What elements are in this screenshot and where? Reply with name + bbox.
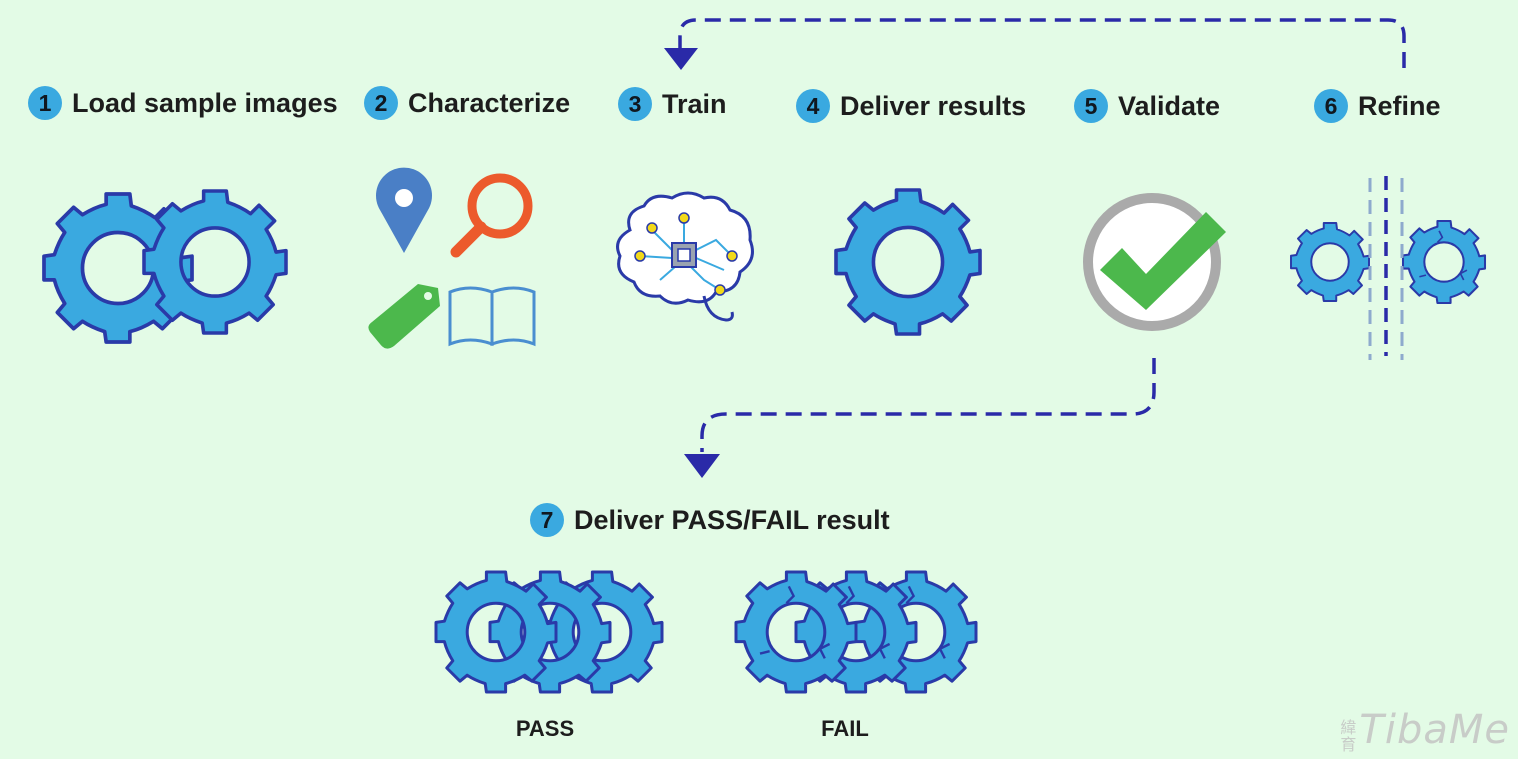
step-7-badge: 7 — [530, 503, 564, 537]
step-4-text: Deliver results — [840, 90, 1027, 121]
step-4-label: 4 Deliver results — [796, 89, 1026, 123]
step-5-badge: 5 — [1074, 89, 1108, 123]
watermark-text: TibaMe — [1359, 707, 1510, 753]
step-5-label: 5 Validate — [1074, 89, 1220, 123]
step-5-text: Validate — [1118, 90, 1221, 121]
book-icon — [448, 286, 536, 347]
pass-gears-icon — [434, 570, 664, 694]
step-6-badge: 6 — [1314, 89, 1348, 123]
tag-icon — [368, 284, 440, 349]
fail-gears-icon — [734, 570, 978, 694]
step-3-text: Train — [662, 88, 727, 119]
magnifier-icon — [450, 173, 533, 258]
step-4-badge: 4 — [796, 89, 830, 123]
brain-chip-icon — [616, 191, 754, 322]
location-pin-icon — [376, 167, 432, 253]
step-1-label: 1 Load sample images — [28, 86, 338, 120]
tibame-watermark: 緯育 TibaMe — [1337, 707, 1510, 753]
step-3-label: 3 Train — [618, 87, 727, 121]
loop-back-arrow-icon — [664, 18, 1406, 70]
step-2-text: Characterize — [408, 87, 571, 118]
fail-caption: FAIL — [821, 716, 869, 741]
step-1-badge: 1 — [28, 86, 62, 120]
step-2-label: 2 Characterize — [364, 86, 570, 120]
step-6-label: 6 Refine — [1314, 89, 1441, 123]
step-2-badge: 2 — [364, 86, 398, 120]
step-7-label: 7 Deliver PASS/FAIL result — [530, 503, 890, 537]
step-3-badge: 3 — [618, 87, 652, 121]
step-1-text: Load sample images — [72, 87, 338, 118]
down-arrow-icon — [684, 358, 1156, 478]
step-7-text: Deliver PASS/FAIL result — [574, 504, 890, 535]
split-gears-icon — [1290, 176, 1487, 360]
watermark-cjk: 緯育 — [1337, 719, 1357, 753]
step-6-text: Refine — [1358, 90, 1441, 121]
checkmark-icon — [1083, 193, 1226, 331]
gear-icon — [834, 188, 982, 336]
gears-pair-icon — [42, 189, 288, 344]
pass-caption: PASS — [515, 716, 575, 741]
